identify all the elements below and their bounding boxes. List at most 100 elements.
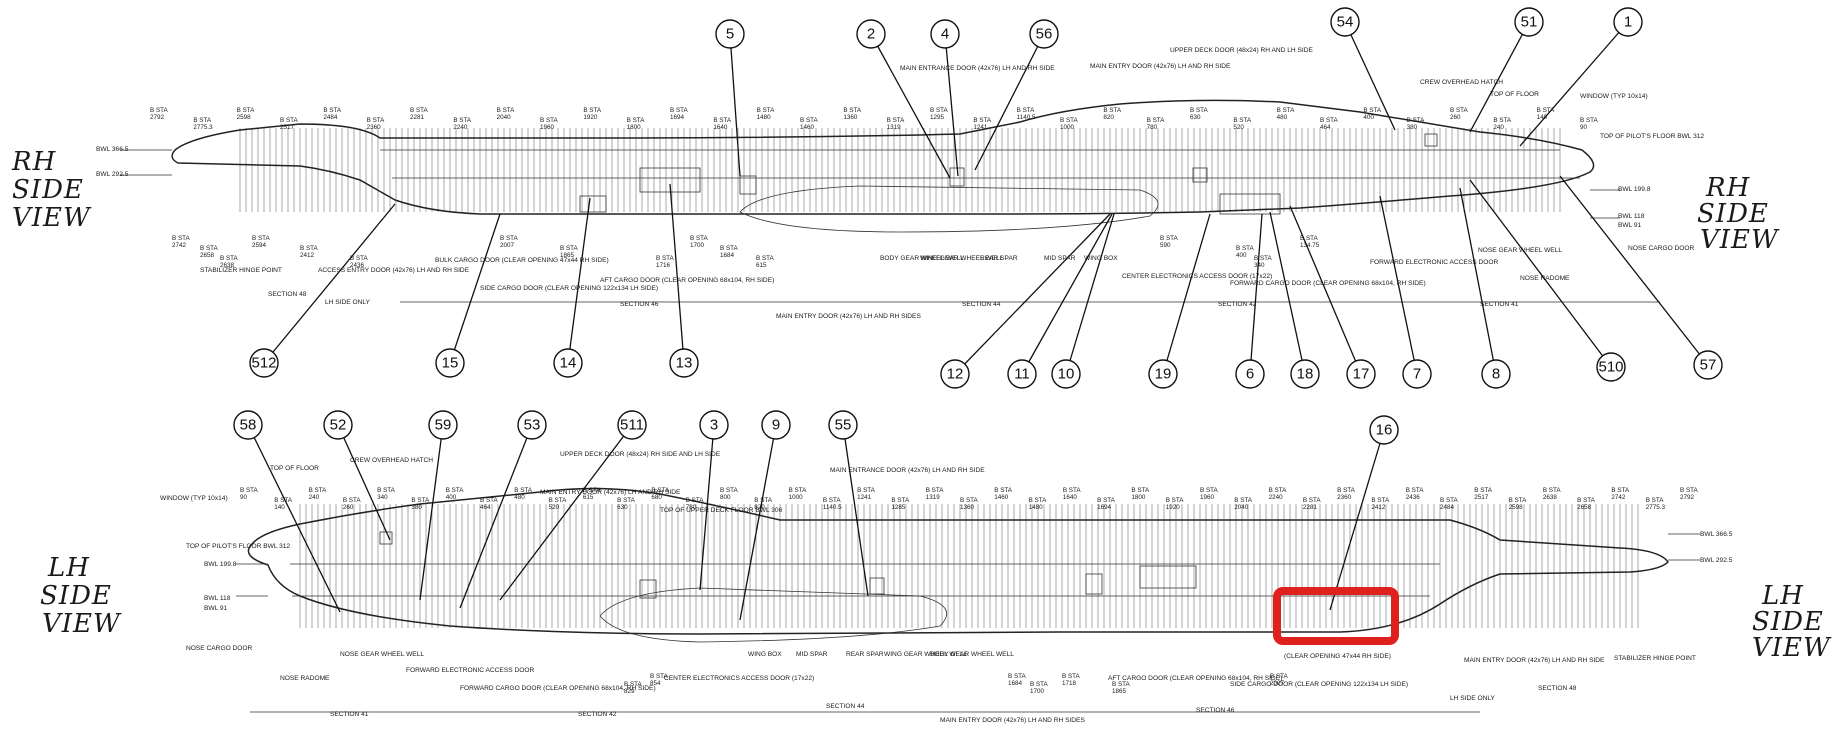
station-prefix: B STA <box>300 245 319 252</box>
callout-number: 54 <box>1337 14 1354 31</box>
wheel-well-label: NOSE GEAR WHEEL WELL <box>1478 247 1562 254</box>
callout-marker: 511 <box>499 410 647 601</box>
station-prefix: B STA <box>309 487 328 494</box>
station-prefix: B STA <box>1474 487 1493 494</box>
station-prefix: B STA <box>1493 117 1512 124</box>
bwl-label: BWL 199.8 <box>1618 186 1651 193</box>
door-label: MAIN ENTRANCE DOOR (42x76) LH AND RH SID… <box>830 467 985 474</box>
station-prefix: B STA <box>1233 117 1252 124</box>
structure-label: WING BOX <box>748 651 782 658</box>
station-value: 2658 <box>1577 504 1592 511</box>
hatch-label: CREW OVERHEAD HATCH <box>350 457 433 464</box>
station-value: 630 <box>617 504 628 511</box>
station-value: 1865 <box>560 252 575 259</box>
frame-hatching <box>239 128 1561 212</box>
station-prefix: B STA <box>1509 497 1528 504</box>
fuselage-outline <box>247 487 1669 635</box>
station-value: 240 <box>1493 124 1504 131</box>
station-prefix: B STA <box>823 497 842 504</box>
station-value: 1319 <box>887 124 902 131</box>
callout-leader <box>974 33 1045 171</box>
station-prefix: B STA <box>1363 107 1382 114</box>
callout-circle <box>617 410 647 440</box>
callout-number: 13 <box>676 355 693 372</box>
view-label-line: VIEW <box>42 609 122 639</box>
cargo-door-label: FORWARD CARGO DOOR (CLEAR OPENING 68x104… <box>460 685 656 692</box>
station-value: 2360 <box>1337 494 1352 501</box>
callout-circle <box>1693 350 1723 380</box>
station-prefix: B STA <box>237 107 256 114</box>
access-door-label: FORWARD ELECTRONIC ACCESS DOOR <box>1370 259 1498 266</box>
station-value: 90 <box>240 494 248 501</box>
section-label: SECTION 44 <box>962 301 1001 308</box>
station-prefix: B STA <box>1371 497 1390 504</box>
callout-marker: 3 <box>699 410 729 591</box>
station-value: 2007 <box>1270 680 1285 687</box>
door-label: UPPER DECK DOOR (48x24) RH AND LH SIDE <box>1170 47 1314 54</box>
floor-label: TOP OF PILOT'S FLOOR BWL 312 <box>1600 133 1704 140</box>
station-value: 134.75 <box>1300 242 1320 249</box>
station-value: 1241 <box>973 124 988 131</box>
callout-leader <box>1021 213 1113 375</box>
callout-leader <box>739 424 777 621</box>
station-value: 2040 <box>1234 504 1249 511</box>
callout-marker: 8 <box>1459 187 1511 389</box>
station-value: 2412 <box>300 252 315 259</box>
structure-label: MID SPAR <box>796 651 828 658</box>
callout-marker: 54 <box>1330 7 1396 131</box>
station-prefix: B STA <box>150 107 169 114</box>
station-prefix: B STA <box>1200 487 1219 494</box>
station-prefix: B STA <box>789 487 808 494</box>
callout-circle <box>1148 359 1178 389</box>
station-value: 2484 <box>323 114 338 121</box>
door-label: MAIN ENTRY DOOR (42x76) LH AND RH SIDES <box>940 717 1085 724</box>
station-prefix: B STA <box>1611 487 1630 494</box>
station-prefix: B STA <box>1063 487 1082 494</box>
station-prefix: B STA <box>500 235 519 242</box>
station-prefix: B STA <box>480 497 499 504</box>
station-value: 2594 <box>252 242 267 249</box>
station-value: 2742 <box>172 242 187 249</box>
side-cargo-door <box>579 195 607 213</box>
station-value: 400 <box>1236 252 1247 259</box>
callout-circle <box>1290 359 1320 389</box>
hatch-label: CREW OVERHEAD HATCH <box>1420 79 1503 86</box>
callout-number: 6 <box>1246 366 1254 383</box>
callout-marker: 52 <box>323 410 391 541</box>
station-value: 820 <box>754 504 765 511</box>
callout-number: 8 <box>1492 366 1500 383</box>
station-value: 2658 <box>200 252 215 259</box>
station-prefix: B STA <box>172 235 191 242</box>
station-prefix: B STA <box>240 487 259 494</box>
callout-leader <box>459 424 533 609</box>
callout-marker: 10 <box>1051 213 1115 389</box>
station-prefix: B STA <box>1646 497 1665 504</box>
station-prefix: B STA <box>1680 487 1699 494</box>
station-prefix: B STA <box>323 107 342 114</box>
note-label: LH SIDE ONLY <box>325 299 371 306</box>
callout-marker: 510 <box>1469 179 1626 382</box>
station-prefix: B STA <box>960 497 979 504</box>
cargo-door-label: AFT CARGO DOOR (CLEAR OPENING 68x104, RH… <box>600 277 774 284</box>
callout-circle <box>715 19 745 49</box>
callout-leader <box>1162 213 1211 375</box>
cargo-door-label: (CLEAR OPENING 47x44 RH SIDE) <box>1284 653 1391 660</box>
callout-marker: 53 <box>459 410 547 609</box>
station-prefix: B STA <box>540 117 559 124</box>
station-value: 464 <box>1320 124 1331 131</box>
bwl-label: BWL 366.5 <box>96 146 129 153</box>
callout-leader <box>1519 21 1629 147</box>
station-value: 615 <box>583 494 594 501</box>
callout-number: 9 <box>772 417 780 434</box>
station-prefix: B STA <box>651 487 670 494</box>
callout-circle <box>1514 7 1544 37</box>
callout-leader <box>567 197 591 364</box>
callout-leader <box>1344 21 1396 131</box>
view-label-line: LH <box>47 553 90 583</box>
station-value: 1460 <box>800 124 815 131</box>
station-value: 2598 <box>237 114 252 121</box>
callout-leader <box>1289 205 1362 375</box>
station-prefix: B STA <box>690 235 709 242</box>
